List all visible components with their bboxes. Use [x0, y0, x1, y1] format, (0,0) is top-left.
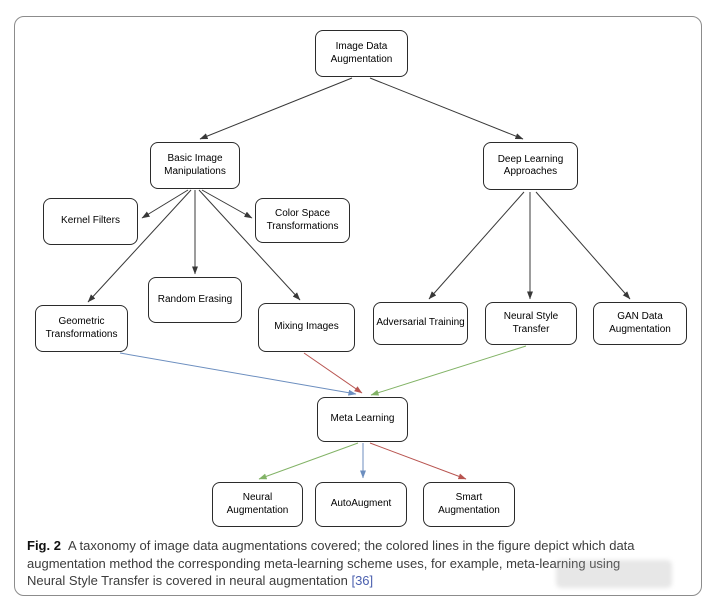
caption-line-2: augmentation method the corresponding me… [27, 555, 692, 573]
caption-line-1: Fig. 2 A taxonomy of image data augmentat… [27, 537, 692, 555]
caption-line-3: Neural Style Transfer is covered in neur… [27, 572, 692, 590]
node-image-data-augmentation: Image Data Augmentation [315, 30, 408, 77]
caption-text-3: Neural Style Transfer is covered in neur… [27, 573, 352, 588]
caption-text-1: A taxonomy of image data augmentations c… [67, 538, 635, 553]
node-autoaugment: AutoAugment [315, 482, 407, 527]
node-mixing-images: Mixing Images [258, 303, 355, 352]
node-meta-learning: Meta Learning [317, 397, 408, 442]
node-adversarial-training: Adversarial Training [373, 302, 468, 345]
figure-number-label: Fig. 2 [27, 538, 61, 553]
figure-caption: Fig. 2 A taxonomy of image data augmentat… [27, 537, 692, 590]
node-random-erasing: Random Erasing [148, 277, 242, 323]
node-neural-style-transfer: Neural Style Transfer [485, 302, 577, 345]
node-kernel-filters: Kernel Filters [43, 198, 138, 245]
node-basic-image-manipulations: Basic Image Manipulations [150, 142, 240, 189]
citation-link-36[interactable]: [36] [351, 573, 374, 588]
node-geometric-transformations: Geometric Transformations [35, 305, 128, 352]
figure-frame [14, 16, 702, 596]
caption-text-2: augmentation method the corresponding me… [27, 555, 621, 571]
node-neural-augmentation: Neural Augmentation [212, 482, 303, 527]
node-smart-augmentation: Smart Augmentation [423, 482, 515, 527]
node-gan-data-augmentation: GAN Data Augmentation [593, 302, 687, 345]
node-color-space-transformations: Color Space Transformations [255, 198, 350, 243]
node-deep-learning-approaches: Deep Learning Approaches [483, 142, 578, 190]
